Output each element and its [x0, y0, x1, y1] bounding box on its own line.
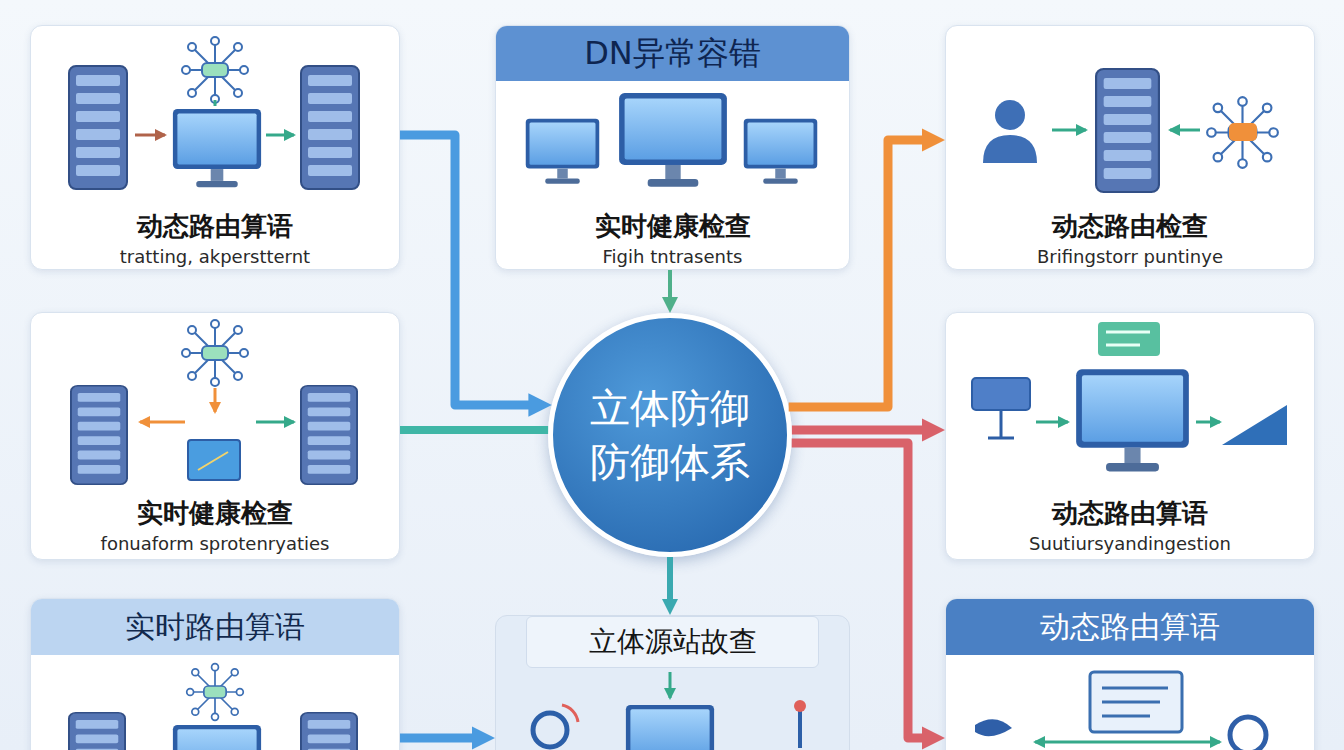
flow-arrow [667, 557, 673, 604]
node-title: 动态路由算语 [946, 493, 1314, 533]
device-icon [972, 378, 1030, 410]
monitor-icon [1076, 369, 1189, 471]
plug-icon [975, 719, 1012, 736]
node-subtitle: 实时健康检查 [496, 206, 849, 246]
display-line [1106, 332, 1150, 345]
feature-panel: 动态路由算语 [945, 598, 1315, 750]
node-title: 立体源站故查 [526, 616, 819, 668]
flow-arrow [668, 270, 672, 302]
small-arrow [135, 134, 165, 137]
antenna-icon [798, 708, 802, 748]
node-subtitle: fonuaform sprotenryaties [31, 531, 399, 557]
node-title: 动态路由算语 [946, 599, 1314, 655]
flow-arrow [789, 140, 929, 407]
server-icon [301, 713, 357, 750]
server-icon [301, 386, 357, 484]
monitor-icon [173, 109, 261, 187]
node-title: 动态路由算语 [31, 206, 399, 246]
server-icon [69, 66, 127, 189]
screen-icon [188, 440, 240, 480]
node-subtitle: Brifingstorr puntinye [946, 244, 1314, 270]
flow-arrow [792, 443, 929, 738]
small-arrow [1052, 129, 1086, 132]
network-hub-icon [182, 37, 248, 103]
small-arrow [1035, 741, 1220, 744]
status-icon [1230, 717, 1266, 750]
flow-arrow [792, 426, 929, 435]
feature-panel: DN异常容错实时健康检查Figih tntrasents [495, 25, 850, 270]
feature-panel: 立体源站故查 [495, 615, 850, 750]
chip-icon [1229, 123, 1257, 141]
network-hub-icon [1207, 97, 1278, 168]
feature-panel: 实时健康检查fonuaform sprotenryaties [30, 312, 400, 560]
feature-panel: 动态路由算语tratting, akperstternt [30, 25, 400, 270]
node-subtitle: Figih tntrasents [496, 244, 849, 270]
user-icon [983, 100, 1037, 163]
server-icon [301, 66, 359, 189]
node-title: 动态路由检查 [946, 206, 1314, 246]
node-title: 实时健康检查 [31, 493, 399, 533]
node-title: 实时路由算语 [31, 599, 399, 655]
server-icon [1096, 69, 1159, 192]
monitor-icon [744, 119, 818, 184]
flow-arrow [400, 135, 535, 405]
network-hub-icon [182, 320, 248, 386]
link-line [214, 100, 217, 106]
network-hub-icon [187, 664, 244, 721]
monitor-icon [173, 725, 261, 750]
flow-arrow [400, 734, 479, 743]
small-arrow [1170, 129, 1200, 132]
feature-panel: 动态路由检查Brifingstorr puntinye [945, 25, 1315, 270]
node-title: DN异常容错 [496, 26, 849, 81]
node-subtitle: tratting, akperstternt [31, 244, 399, 270]
feature-panel: 实时路由算语 [30, 598, 400, 750]
node-subtitle: Suutiursyandingestion [946, 531, 1314, 557]
monitor-icon [626, 705, 714, 750]
monitor-icon [526, 119, 600, 184]
screen-line [198, 452, 228, 470]
display-icon [1098, 322, 1160, 356]
small-arrow [1036, 421, 1068, 424]
router-icon [1222, 405, 1287, 445]
small-arrow [256, 421, 294, 424]
small-arrow [669, 672, 672, 698]
flow-arrow [400, 426, 548, 434]
device-stand [988, 410, 1014, 438]
feature-panel: 动态路由算语Suutiursyandingestion [945, 312, 1315, 560]
document-icon [1090, 672, 1182, 732]
small-arrow [266, 134, 294, 137]
node-title: 立体防御 防御体系 [570, 381, 770, 489]
server-icon [71, 386, 127, 484]
small-arrow [140, 421, 185, 424]
monitor-icon [619, 93, 727, 187]
small-arrow [1196, 421, 1220, 424]
server-icon [69, 713, 125, 750]
status-icon [533, 713, 567, 747]
small-arrow [214, 388, 217, 412]
status-arc [562, 705, 578, 722]
document-line [1102, 688, 1168, 716]
core-circle: 立体防御 防御体系 [548, 313, 792, 557]
antenna-tip [794, 700, 806, 712]
